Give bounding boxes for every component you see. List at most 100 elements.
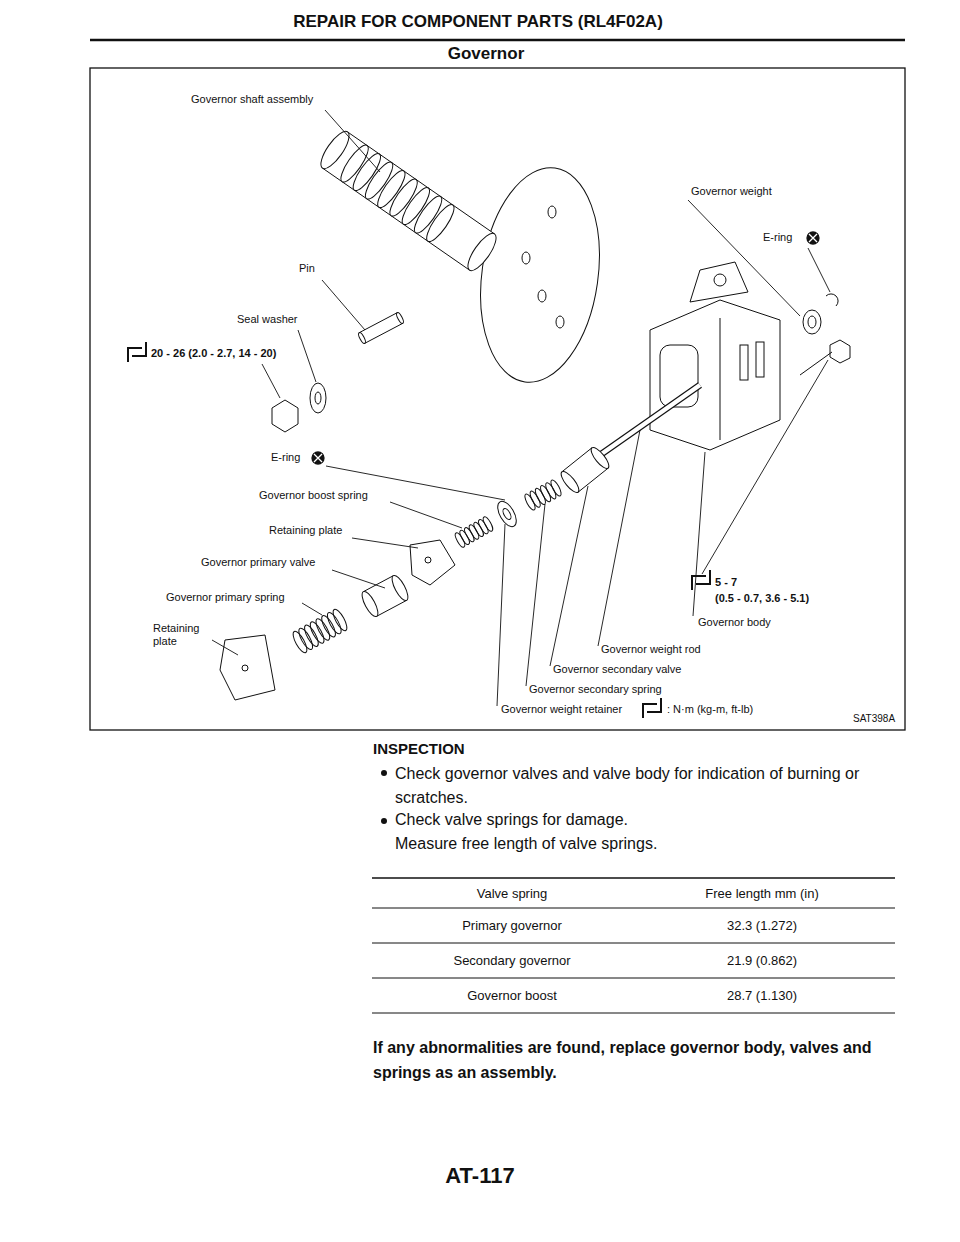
part-label: Governor weight rod (600, 643, 702, 656)
part-label: Pin (298, 262, 316, 275)
drawing-line (90, 68, 905, 730)
drawing-line (756, 342, 764, 377)
drawing-line (90, 39, 905, 42)
thread (422, 201, 458, 245)
drawing-line (410, 540, 455, 585)
drawing-line (600, 385, 700, 455)
drawing-line (291, 128, 612, 655)
part-label: Governor body (697, 616, 772, 629)
primary-valve (389, 573, 411, 602)
drawing-line (526, 504, 545, 686)
drawing-line (242, 665, 248, 671)
primary-valve (359, 589, 381, 618)
drawing-line (220, 160, 850, 700)
drawing-line (372, 877, 895, 879)
part-label: Governor shaft assembly (190, 93, 314, 106)
table-cell: Governor boost (466, 988, 558, 1004)
table-cell: 21.9 (0.862) (726, 953, 798, 969)
shaft (322, 132, 494, 270)
drawing-line (800, 352, 832, 375)
drawing-line (720, 318, 721, 440)
drawing-line (272, 400, 298, 432)
drawing-line (598, 430, 640, 646)
drawing-line (315, 392, 321, 404)
table-cell: Secondary governor (452, 953, 571, 969)
drawing-line (692, 570, 710, 590)
part-label: Governor primary valve (200, 556, 316, 569)
drawing-line (826, 294, 838, 306)
primary-spring (331, 607, 350, 632)
part-label: E-ring (762, 231, 793, 244)
drawing-line (312, 452, 324, 464)
boost-spring (482, 516, 495, 533)
drawing-line (310, 383, 326, 413)
drawing-line (212, 110, 830, 706)
table-cell: 28.7 (1.130) (726, 988, 798, 1004)
drawing-line (702, 360, 828, 574)
note-text: If any abnormalities are found, replace … (372, 1036, 909, 1086)
page-number: AT-117 (444, 1163, 515, 1189)
part-label: Retaining plate (152, 622, 212, 648)
weight-retainer (501, 507, 512, 520)
drawing-line (690, 262, 748, 302)
shaft (463, 230, 501, 275)
drawing-line (740, 345, 748, 380)
drawing-line (522, 252, 530, 264)
drawing-line (352, 538, 418, 548)
drawing-line (128, 342, 146, 362)
instruction-text: Check valve springs for damage. (394, 810, 629, 829)
drawing-line (714, 274, 726, 286)
drawing-line (550, 486, 588, 666)
part-label: Governor secondary valve (552, 663, 682, 676)
part-label: Governor weight (690, 185, 773, 198)
pin (359, 313, 403, 344)
drawing-line (325, 110, 380, 172)
section-heading: Governor (447, 44, 526, 64)
drawing-line (497, 524, 505, 706)
drawing-line (262, 364, 280, 398)
torque-spec: (0.5 - 0.7, 3.6 - 5.1) (714, 592, 810, 605)
drawing-line (220, 635, 275, 700)
bullet (381, 818, 387, 824)
part-label: Governor primary spring (165, 591, 286, 604)
drawing-line (803, 310, 821, 334)
drawing-line (372, 1013, 895, 1014)
drawing-line (314, 454, 322, 462)
drawing-line (548, 206, 556, 218)
drawing-line (538, 290, 546, 302)
drawing-line (830, 340, 850, 363)
weight-retainer (494, 498, 520, 529)
table-header: Valve spring (476, 886, 549, 902)
unit-legend: : N·m (kg-m, ft-lb) (666, 703, 754, 716)
bullet (381, 770, 387, 776)
section-heading: INSPECTION (372, 740, 466, 758)
drawing-line (807, 232, 819, 244)
part-label: Governor boost spring (258, 489, 369, 502)
drawing-line (600, 385, 700, 455)
torque-spec: 20 - 26 (2.0 - 2.7, 14 - 20) (150, 347, 277, 360)
drawing-line (650, 300, 780, 450)
drawing-line (128, 232, 819, 718)
page-heading: REPAIR FOR COMPONENT PARTS (RL4F02A) (292, 12, 664, 32)
drawing-line (322, 280, 365, 330)
secondary-spring (549, 479, 563, 498)
drawing-line (390, 502, 462, 528)
drawing-line (808, 248, 830, 292)
secondary-valve (558, 469, 581, 495)
part-label: Governor weight retainer (500, 703, 623, 716)
drawing-line (372, 908, 895, 909)
figure-code: SAT398A (852, 713, 896, 725)
part-label: Retaining plate (268, 524, 343, 537)
table-cell: 32.3 (1.272) (726, 918, 798, 934)
drawing-line (809, 234, 817, 242)
drawing-line (643, 698, 661, 718)
part-label: Governor secondary spring (528, 683, 663, 696)
drawing-line (808, 316, 816, 328)
drawing-line (688, 200, 800, 316)
drawing-line (693, 452, 705, 616)
pin (395, 312, 404, 325)
instruction-text: Check governor valves and valve body for… (394, 762, 906, 810)
secondary-valve (588, 445, 611, 471)
drawing-line (468, 160, 613, 390)
